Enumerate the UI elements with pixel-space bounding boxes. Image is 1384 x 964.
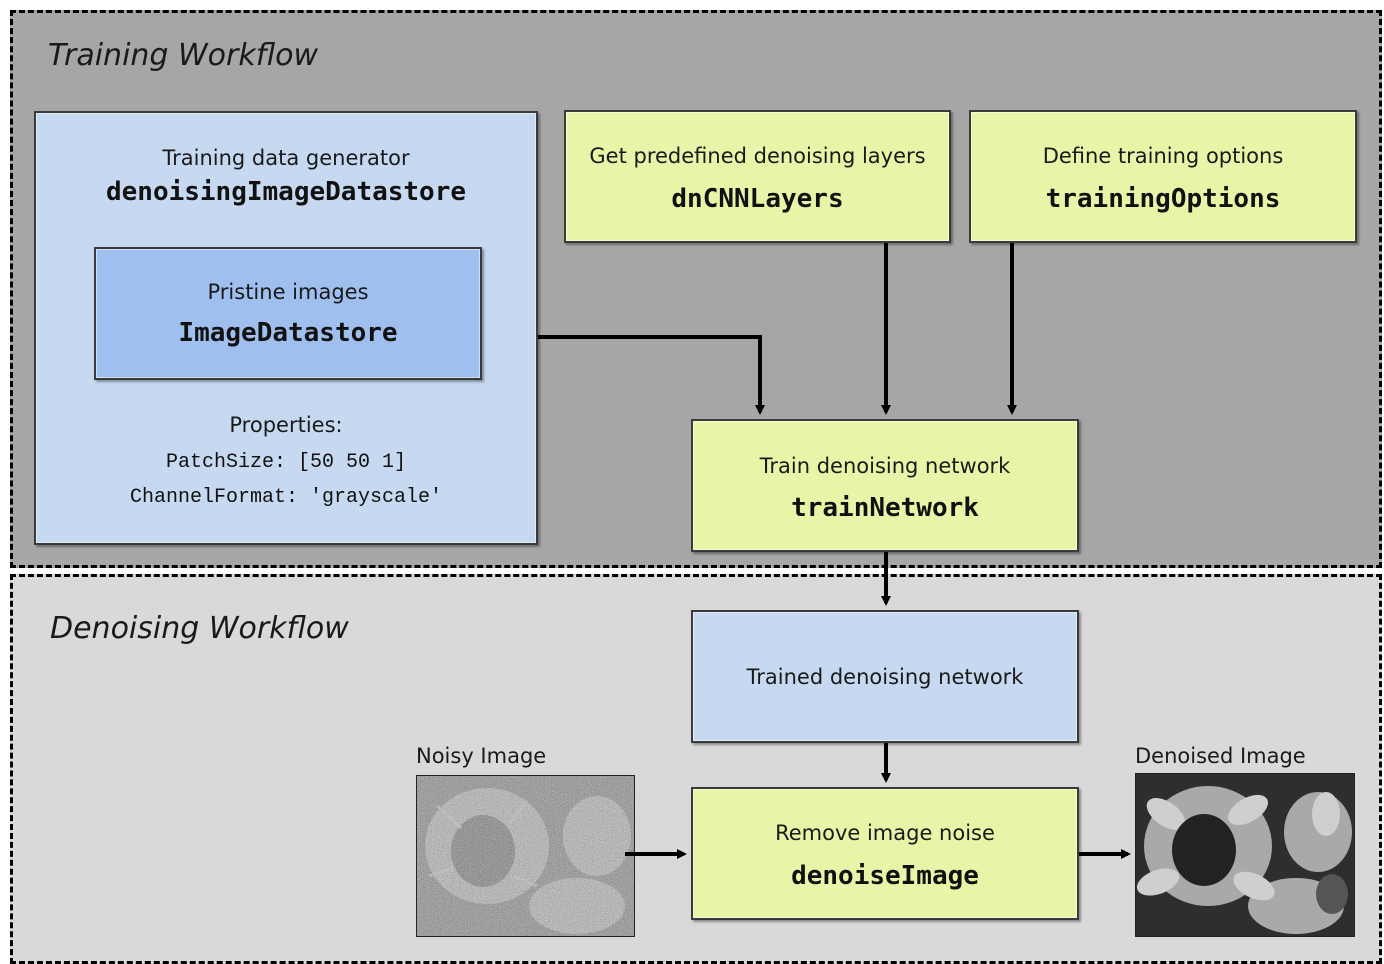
generator-function: denoisingImageDatastore	[105, 177, 467, 207]
properties-label: Properties:	[229, 413, 343, 437]
options-function: trainingOptions	[1045, 184, 1281, 214]
train-network-box: Train denoising network trainNetwork	[691, 419, 1079, 552]
trained-network-box: Trained denoising network	[691, 610, 1079, 743]
remove-label: Remove image noise	[775, 821, 995, 845]
trained-label: Trained denoising network	[746, 665, 1024, 689]
train-label: Train denoising network	[759, 454, 1011, 478]
denoised-image-caption: Denoised Image	[1135, 744, 1306, 768]
pristine-label: Pristine images	[207, 280, 369, 304]
generator-label: Training data generator	[162, 146, 410, 170]
denoising-layers-box: Get predefined denoising layers dnCNNLay…	[564, 110, 951, 243]
arrow-datastore-to-train	[538, 335, 765, 415]
noisy-image	[416, 775, 635, 937]
layers-function: dnCNNLayers	[671, 184, 844, 214]
property-channel-format: ChannelFormat: 'grayscale'	[129, 486, 443, 509]
denoised-image	[1135, 773, 1355, 937]
train-function: trainNetwork	[791, 493, 979, 523]
layers-label: Get predefined denoising layers	[589, 144, 926, 168]
training-options-box: Define training options trainingOptions	[969, 110, 1357, 243]
remove-function: denoiseImage	[791, 861, 979, 891]
training-workflow-title: Training Workflow	[48, 38, 318, 73]
pristine-images-box: Pristine images ImageDatastore	[94, 247, 482, 380]
property-patch-size: PatchSize: [50 50 1]	[165, 451, 407, 474]
pristine-function: ImageDatastore	[178, 318, 398, 348]
options-label: Define training options	[1042, 144, 1284, 168]
noisy-image-caption: Noisy Image	[416, 744, 547, 768]
denoising-workflow-title: Denoising Workflow	[50, 611, 349, 646]
remove-noise-box: Remove image noise denoiseImage	[691, 787, 1079, 920]
